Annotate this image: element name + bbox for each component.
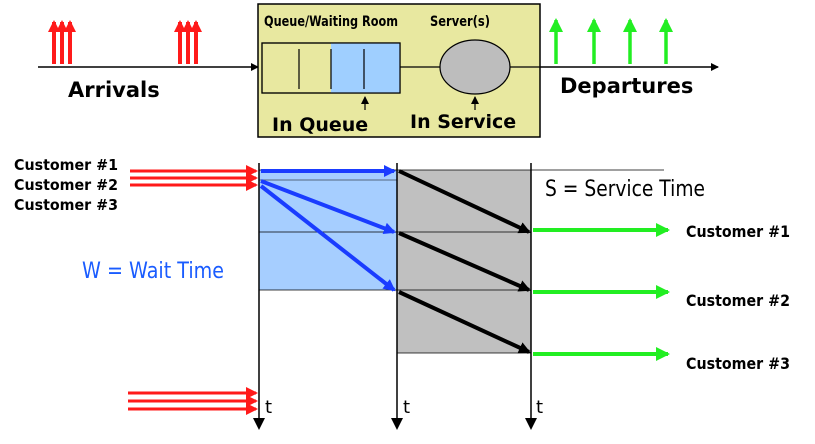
top-schematic: Arrivals Queue/Waiting Room Server(s) In…: [38, 3, 719, 138]
departures-label: Departures: [560, 74, 693, 98]
arrival-arrows-group-1: [48, 20, 76, 64]
customer-out-2: Customer #2: [686, 291, 790, 310]
customer-out-1: Customer #1: [686, 222, 790, 241]
customer-in-2: Customer #2: [14, 176, 118, 194]
wait-paths: [259, 165, 396, 292]
time-axis-label-1: t: [265, 397, 272, 418]
customer-in-1: Customer #1: [14, 156, 118, 174]
timeline-diagram: t t t Customer #1 Customer #2 Customer #…: [14, 156, 790, 430]
customer-out-3: Customer #3: [686, 354, 790, 373]
server-icon: [439, 39, 511, 95]
customer-in-3: Customer #3: [14, 196, 118, 214]
service-time-label: S = Service Time: [545, 177, 705, 202]
in-service-label: In Service: [410, 111, 516, 133]
incoming-arrows: [130, 165, 258, 191]
in-queue-label: In Queue: [272, 114, 368, 136]
time-axis-label-3: t: [536, 397, 543, 418]
outgoing-arrows: [533, 223, 670, 361]
incoming-arrows-bottom: [128, 387, 258, 415]
arrivals-label: Arrivals: [68, 78, 160, 102]
service-paths: [398, 169, 531, 354]
wait-time-label: W = Wait Time: [82, 259, 224, 284]
arrival-arrows-group-2: [174, 20, 202, 64]
servers-label: Server(s): [430, 14, 490, 30]
queue-slot-occupied: [331, 43, 400, 93]
time-axis-label-2: t: [403, 397, 410, 418]
queue-room-label: Queue/Waiting Room: [264, 14, 398, 30]
departure-arrows: [549, 18, 673, 64]
